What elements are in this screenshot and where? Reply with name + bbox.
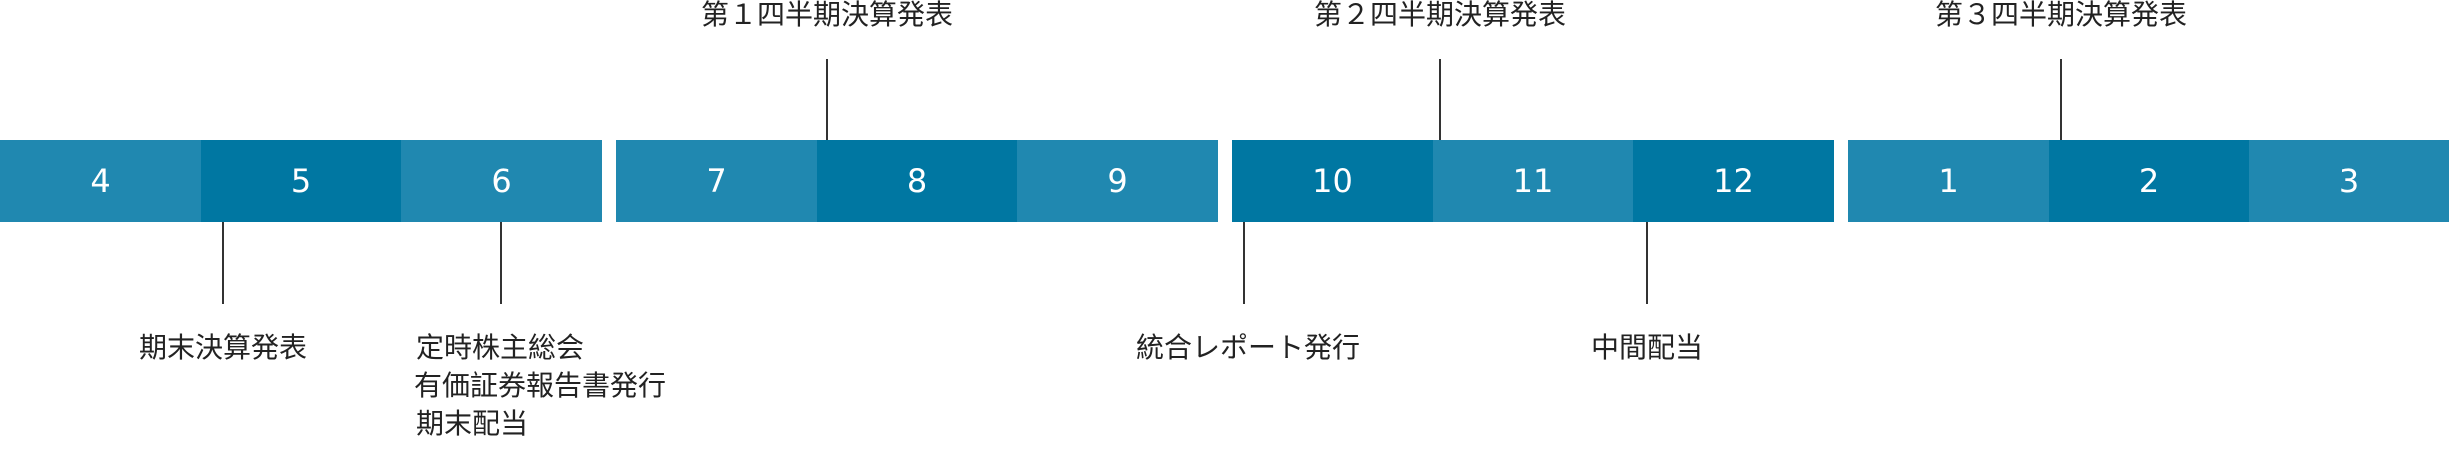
event-label-integrated-report: 統合レポート発行 <box>1135 331 1361 364</box>
month-cell-1: 1 <box>1848 140 2049 222</box>
month-cell-9: 9 <box>1017 140 1218 222</box>
event-label-shareholders-meeting: 定時株主総会 <box>416 331 585 364</box>
event-label-year-end-dividend: 期末配当 <box>416 407 529 440</box>
event-label-q3-results: 第３四半期決算発表 <box>1934 0 2188 31</box>
event-connector-q1 <box>826 59 828 140</box>
month-cell-8: 8 <box>817 140 1017 222</box>
month-cell-2: 2 <box>2049 140 2249 222</box>
month-cell-6: 6 <box>401 140 602 222</box>
month-cell-10: 10 <box>1232 140 1433 222</box>
event-label-q2-results: 第２四半期決算発表 <box>1313 0 1567 31</box>
event-label-interim-dividend: 中間配当 <box>1590 331 1704 364</box>
month-cell-3: 3 <box>2249 140 2449 222</box>
event-connector-q3 <box>2060 59 2062 140</box>
event-connector-year-end-results <box>222 222 224 304</box>
event-connector-integrated-report <box>1243 222 1245 304</box>
month-cell-5: 5 <box>201 140 401 222</box>
event-connector-shareholders-meeting <box>500 222 502 304</box>
event-connector-interim-dividend <box>1646 222 1648 304</box>
event-connector-q2 <box>1439 59 1441 140</box>
event-label-q1-results: 第１四半期決算発表 <box>700 0 954 31</box>
month-cell-4: 4 <box>0 140 201 222</box>
event-label-securities-report: 有価証券報告書発行 <box>414 369 667 402</box>
month-cell-12: 12 <box>1633 140 1834 222</box>
month-cell-11: 11 <box>1433 140 1633 222</box>
event-label-year-end-results: 期末決算発表 <box>138 331 308 364</box>
month-cell-7: 7 <box>616 140 817 222</box>
